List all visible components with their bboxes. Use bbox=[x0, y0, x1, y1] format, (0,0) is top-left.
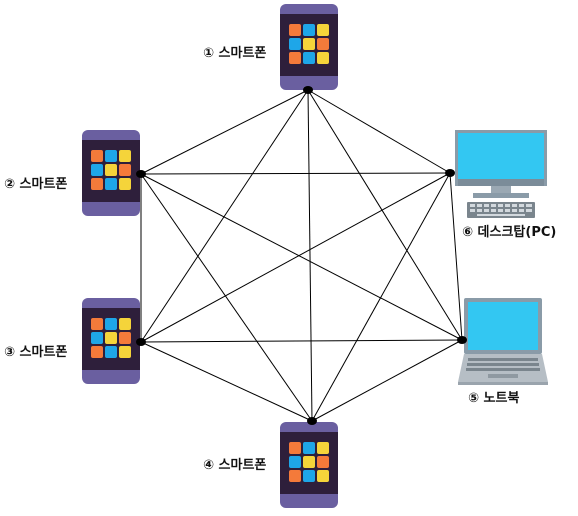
smartphone-icon bbox=[280, 422, 338, 508]
label-phone-4: ④ 스마트폰 bbox=[203, 457, 266, 473]
connection-line bbox=[140, 341, 313, 422]
device-phone-3 bbox=[82, 298, 140, 384]
smartphone-icon bbox=[82, 298, 140, 384]
device-phone-2 bbox=[82, 130, 140, 216]
connection-node bbox=[303, 86, 313, 94]
connection-line bbox=[140, 173, 313, 422]
label-phone-1: ① 스마트폰 bbox=[203, 45, 266, 61]
connection-node bbox=[136, 338, 146, 346]
smartphone-icon bbox=[280, 4, 338, 90]
connection-line bbox=[307, 89, 463, 341]
connection-node bbox=[136, 170, 146, 178]
connection-lines bbox=[140, 89, 463, 422]
label-phone-3: ③ 스마트폰 bbox=[4, 344, 67, 360]
label-laptop: ⑤ 노트북 bbox=[468, 391, 519, 406]
connection-line bbox=[140, 173, 463, 341]
connection-nodes bbox=[136, 86, 467, 425]
laptop-icon bbox=[458, 298, 548, 385]
smartphone-icon bbox=[82, 130, 140, 216]
connection-line bbox=[140, 172, 451, 343]
label-phone-2: ② 스마트폰 bbox=[4, 176, 67, 192]
connection-line bbox=[311, 339, 463, 422]
connection-node bbox=[445, 169, 455, 177]
connection-node bbox=[457, 336, 467, 344]
device-laptop bbox=[458, 298, 548, 385]
device-phone-4 bbox=[280, 422, 338, 508]
connection-line bbox=[311, 172, 451, 422]
label-desktop: ⑥ 데스크탑(PC) bbox=[462, 225, 556, 240]
connection-node bbox=[307, 417, 317, 425]
connection-line bbox=[140, 89, 309, 175]
connection-line bbox=[140, 172, 451, 175]
connection-line bbox=[307, 89, 451, 174]
desktop-icon bbox=[455, 130, 547, 218]
connection-line bbox=[140, 339, 463, 343]
device-phone-1 bbox=[280, 4, 338, 90]
connection-line bbox=[307, 89, 313, 422]
device-desktop bbox=[455, 130, 547, 218]
connection-line bbox=[449, 172, 463, 341]
connection-line bbox=[140, 89, 309, 343]
